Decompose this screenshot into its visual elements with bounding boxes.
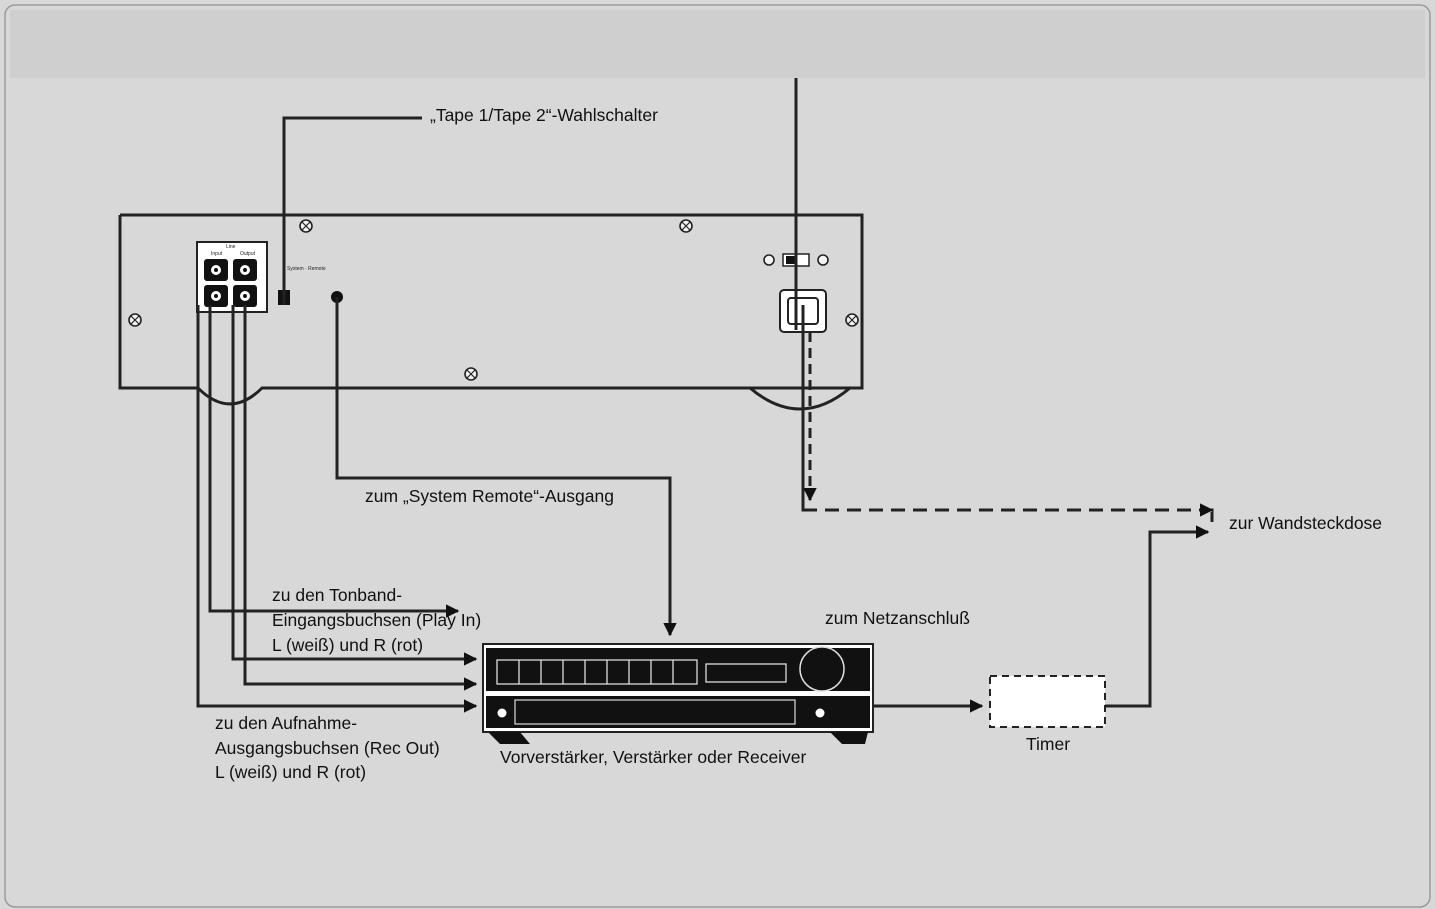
timer-box	[989, 675, 1106, 728]
timer-label: Timer	[1026, 734, 1071, 754]
system-remote-label: zum „System Remote“-Ausgang	[365, 486, 614, 506]
system-remote-jack-label: System · Remote	[287, 266, 326, 272]
play-in-cable-right	[231, 305, 478, 666]
tape-selector-leader	[282, 116, 422, 305]
line-jack-label: Line	[226, 244, 236, 250]
system-remote-cable	[335, 297, 677, 637]
rec-out-cable-right	[243, 305, 478, 691]
rec-out-label-line-1: zu den Aufnahme-	[215, 713, 358, 733]
deck-right-foot	[749, 386, 862, 411]
rec-out-label-line-3: L (weiß) und R (rot)	[215, 762, 367, 782]
play-in-cable-left	[208, 305, 460, 618]
output-jack-label: Output	[240, 251, 256, 257]
header-band	[10, 10, 1425, 78]
volume-knob	[799, 646, 845, 692]
play-in-label-line-3: L (weiß) und R (rot)	[272, 635, 424, 655]
rec-out-cable-left	[196, 305, 478, 713]
wall-socket-label: zur Wandsteckdose	[1229, 513, 1383, 533]
deck-top-outline	[120, 213, 864, 390]
rec-out-label-line-2: Ausgangsbuchsen (Rec Out)	[215, 738, 440, 758]
mains-label: zum Netzanschluß	[825, 608, 970, 628]
play-in-label-line-2: Eingangsbuchsen (Play In)	[272, 610, 482, 630]
timer-to-wall-cable	[1105, 525, 1210, 708]
input-jack-label: Input	[211, 251, 223, 257]
selector-switch-label: „Tape 1/Tape 2“-Wahlschalter	[430, 105, 658, 125]
receiver-label: Vorverstärker, Verstärker oder Receiver	[500, 747, 807, 767]
play-in-label-line-1: zu den Tonband-	[272, 585, 403, 605]
receiver-unit	[482, 643, 874, 744]
